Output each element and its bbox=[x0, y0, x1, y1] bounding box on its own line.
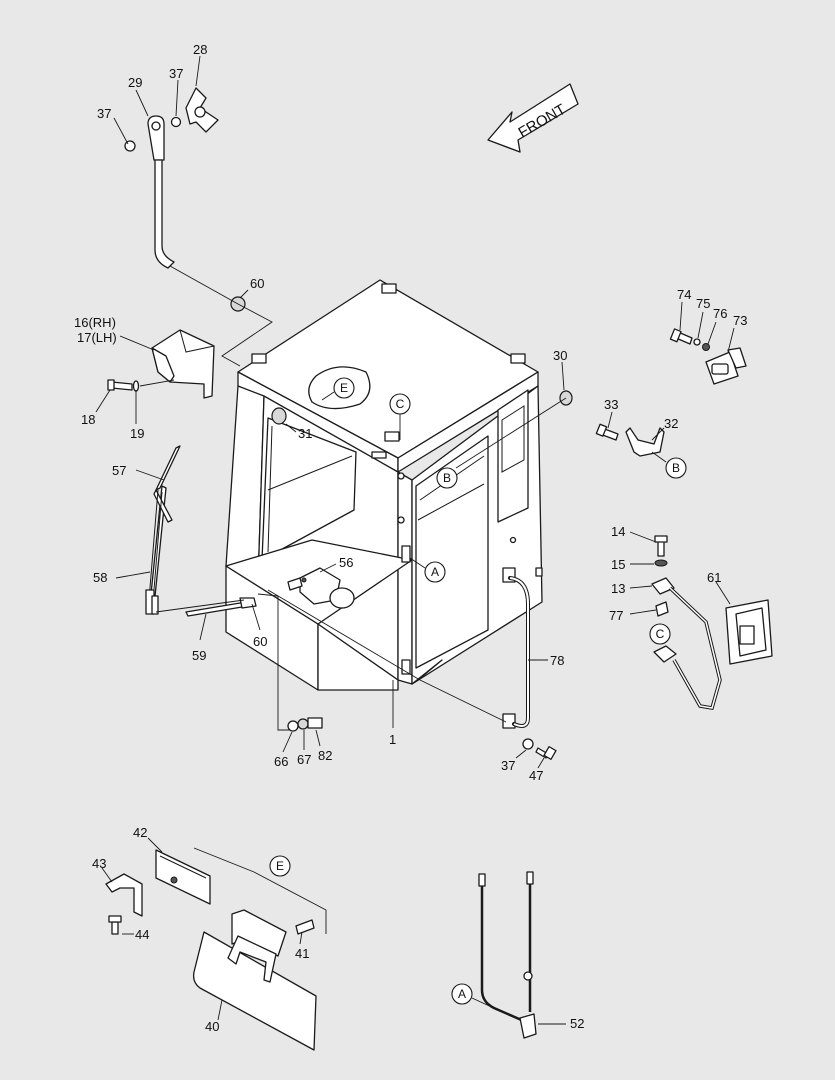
roof-tab-back bbox=[381, 283, 397, 294]
mirror-assembly-61 bbox=[651, 535, 773, 710]
label-37-lower: 37 bbox=[501, 758, 515, 773]
label-37-left: 37 bbox=[97, 106, 111, 121]
svg-text:E: E bbox=[340, 381, 348, 395]
label-13: 13 bbox=[611, 581, 625, 596]
sun-visor-40 bbox=[192, 931, 317, 1051]
washer-76 bbox=[702, 343, 710, 351]
bolt-44 bbox=[111, 921, 119, 935]
screw-41 bbox=[295, 919, 315, 935]
front-direction-arrow: FRONT bbox=[487, 83, 579, 153]
label-75: 75 bbox=[696, 296, 710, 311]
label-41: 41 bbox=[295, 946, 309, 961]
callout-c-top: C bbox=[389, 393, 411, 415]
label-14: 14 bbox=[611, 524, 625, 539]
room-mirror-42 bbox=[155, 849, 211, 905]
label-52: 52 bbox=[570, 1016, 584, 1031]
label-32: 32 bbox=[664, 416, 678, 431]
label-56: 56 bbox=[339, 555, 353, 570]
label-74: 74 bbox=[677, 287, 691, 302]
callout-a-detail: A bbox=[451, 983, 473, 1005]
nozzle-52 bbox=[519, 1013, 537, 1039]
label-40: 40 bbox=[205, 1019, 219, 1034]
roof-tab-right bbox=[510, 353, 526, 364]
label-73: 73 bbox=[733, 313, 747, 328]
visor-bracket bbox=[231, 909, 287, 957]
rubber-31 bbox=[271, 407, 287, 425]
nut-77 bbox=[655, 601, 669, 617]
label-29: 29 bbox=[128, 75, 142, 90]
washer-15 bbox=[654, 559, 668, 567]
wiper-assembly bbox=[145, 445, 257, 617]
bracket-13 bbox=[651, 577, 675, 595]
hook-handle-assembly bbox=[124, 87, 219, 269]
label-61: 61 bbox=[707, 570, 721, 585]
label-43: 43 bbox=[92, 856, 106, 871]
nut-82 bbox=[307, 717, 323, 729]
label-76: 76 bbox=[713, 306, 727, 321]
cab-door-hinge bbox=[401, 659, 411, 675]
washer-cable-detail-a bbox=[478, 871, 537, 1039]
cab-front-plate bbox=[371, 451, 387, 459]
svg-text:E: E bbox=[276, 859, 284, 873]
bracket-32 bbox=[595, 423, 665, 457]
label-30: 30 bbox=[553, 348, 567, 363]
callout-a-cab: A bbox=[424, 561, 446, 583]
label-42: 42 bbox=[133, 825, 147, 840]
callout-e-detail: E bbox=[269, 855, 291, 877]
label-28: 28 bbox=[193, 42, 207, 57]
cab-door-latch bbox=[401, 545, 411, 563]
air-duct-16-17 bbox=[107, 329, 215, 399]
cab-assembly bbox=[225, 279, 543, 729]
svg-text:A: A bbox=[431, 565, 439, 579]
label-15: 15 bbox=[611, 557, 625, 572]
bracket-43 bbox=[105, 873, 143, 917]
sun-visor-detail-e bbox=[105, 847, 327, 1051]
label-16rh: 16(RH) bbox=[74, 315, 116, 330]
washer-67 bbox=[297, 718, 309, 730]
callout-b-bracket: B bbox=[665, 457, 687, 479]
svg-text:B: B bbox=[443, 471, 451, 485]
label-60-top: 60 bbox=[250, 276, 264, 291]
label-17lh: 17(LH) bbox=[77, 330, 117, 345]
label-67: 67 bbox=[297, 752, 311, 767]
label-37-top: 37 bbox=[169, 66, 183, 81]
label-77: 77 bbox=[609, 608, 623, 623]
label-66: 66 bbox=[274, 754, 288, 769]
svg-text:C: C bbox=[396, 397, 405, 411]
washer-37-lower bbox=[522, 738, 534, 750]
callout-b-cab: B bbox=[436, 467, 458, 489]
label-1: 1 bbox=[389, 732, 396, 747]
washer-75 bbox=[693, 338, 701, 346]
label-47: 47 bbox=[529, 768, 543, 783]
label-57: 57 bbox=[112, 463, 126, 478]
label-58: 58 bbox=[93, 570, 107, 585]
label-33: 33 bbox=[604, 397, 618, 412]
label-59: 59 bbox=[192, 648, 206, 663]
svg-text:B: B bbox=[672, 461, 680, 475]
callout-e-cab: E bbox=[308, 366, 371, 410]
washer-37-b bbox=[170, 116, 182, 128]
label-44: 44 bbox=[135, 927, 149, 942]
roof-tab-left bbox=[251, 353, 267, 364]
label-18: 18 bbox=[81, 412, 95, 427]
washer-37-a bbox=[124, 140, 136, 152]
label-82: 82 bbox=[318, 748, 332, 763]
washer-66 bbox=[287, 720, 299, 732]
part-labels: 28 29 37 37 60 16(RH) 17(LH) 18 19 31 30… bbox=[74, 42, 747, 1034]
label-31: 31 bbox=[298, 426, 312, 441]
label-60-wiper: 60 bbox=[253, 634, 267, 649]
roof-tab-front bbox=[384, 431, 400, 442]
label-78: 78 bbox=[550, 653, 564, 668]
callout-c-mirror: C bbox=[649, 623, 671, 645]
latch-assembly-73 bbox=[669, 328, 747, 385]
svg-text:C: C bbox=[656, 627, 665, 641]
label-19: 19 bbox=[130, 426, 144, 441]
screw-18 bbox=[111, 381, 133, 391]
washer-19 bbox=[132, 380, 140, 392]
wiper-motor-56 bbox=[287, 567, 355, 609]
svg-text:A: A bbox=[458, 987, 466, 1001]
